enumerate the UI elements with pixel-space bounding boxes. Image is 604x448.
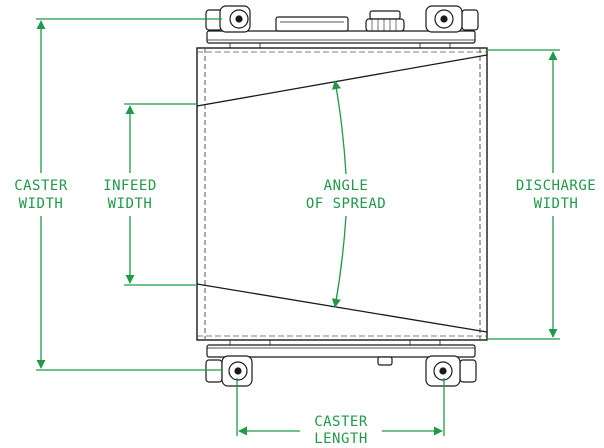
top-caster-assembly bbox=[205, 5, 479, 48]
caster-width-label-line2: WIDTH bbox=[19, 196, 64, 212]
adjust-knob bbox=[365, 10, 405, 32]
bottom-caster-assembly bbox=[205, 340, 477, 387]
angle-of-spread-label-line1: ANGLE bbox=[324, 178, 369, 194]
top-cross-rail bbox=[206, 30, 476, 44]
conveyor-body bbox=[196, 47, 488, 341]
caster-wheel-top-right bbox=[425, 5, 479, 33]
caster-length-label-line2: LENGTH bbox=[314, 431, 368, 447]
caster-length-label-line1: CASTER bbox=[314, 414, 368, 430]
dimensions bbox=[36, 18, 560, 436]
caster-width-label-line1: CASTER bbox=[14, 178, 68, 194]
drive-housing bbox=[275, 16, 349, 32]
infeed-width-label-line1: INFEED bbox=[103, 178, 157, 194]
discharge-width-label-line1: DISCHARGE bbox=[516, 178, 596, 194]
bottom-cross-rail bbox=[206, 344, 476, 358]
angle-of-spread-label-line2: OF SPREAD bbox=[306, 196, 386, 212]
infeed-width-label-line2: WIDTH bbox=[108, 196, 153, 212]
conveyor-frame bbox=[196, 47, 488, 341]
belt-edge-upper bbox=[196, 54, 488, 107]
caster-wheel-bottom-left bbox=[205, 355, 253, 387]
angle-arc-upper bbox=[331, 80, 347, 175]
angle-arc-lower bbox=[331, 215, 347, 308]
caster-wheel-top-left bbox=[205, 5, 251, 33]
discharge-width-label-line2: WIDTH bbox=[534, 196, 579, 212]
caster-wheel-bottom-right bbox=[425, 355, 477, 387]
belt-edge-lower bbox=[196, 283, 488, 333]
